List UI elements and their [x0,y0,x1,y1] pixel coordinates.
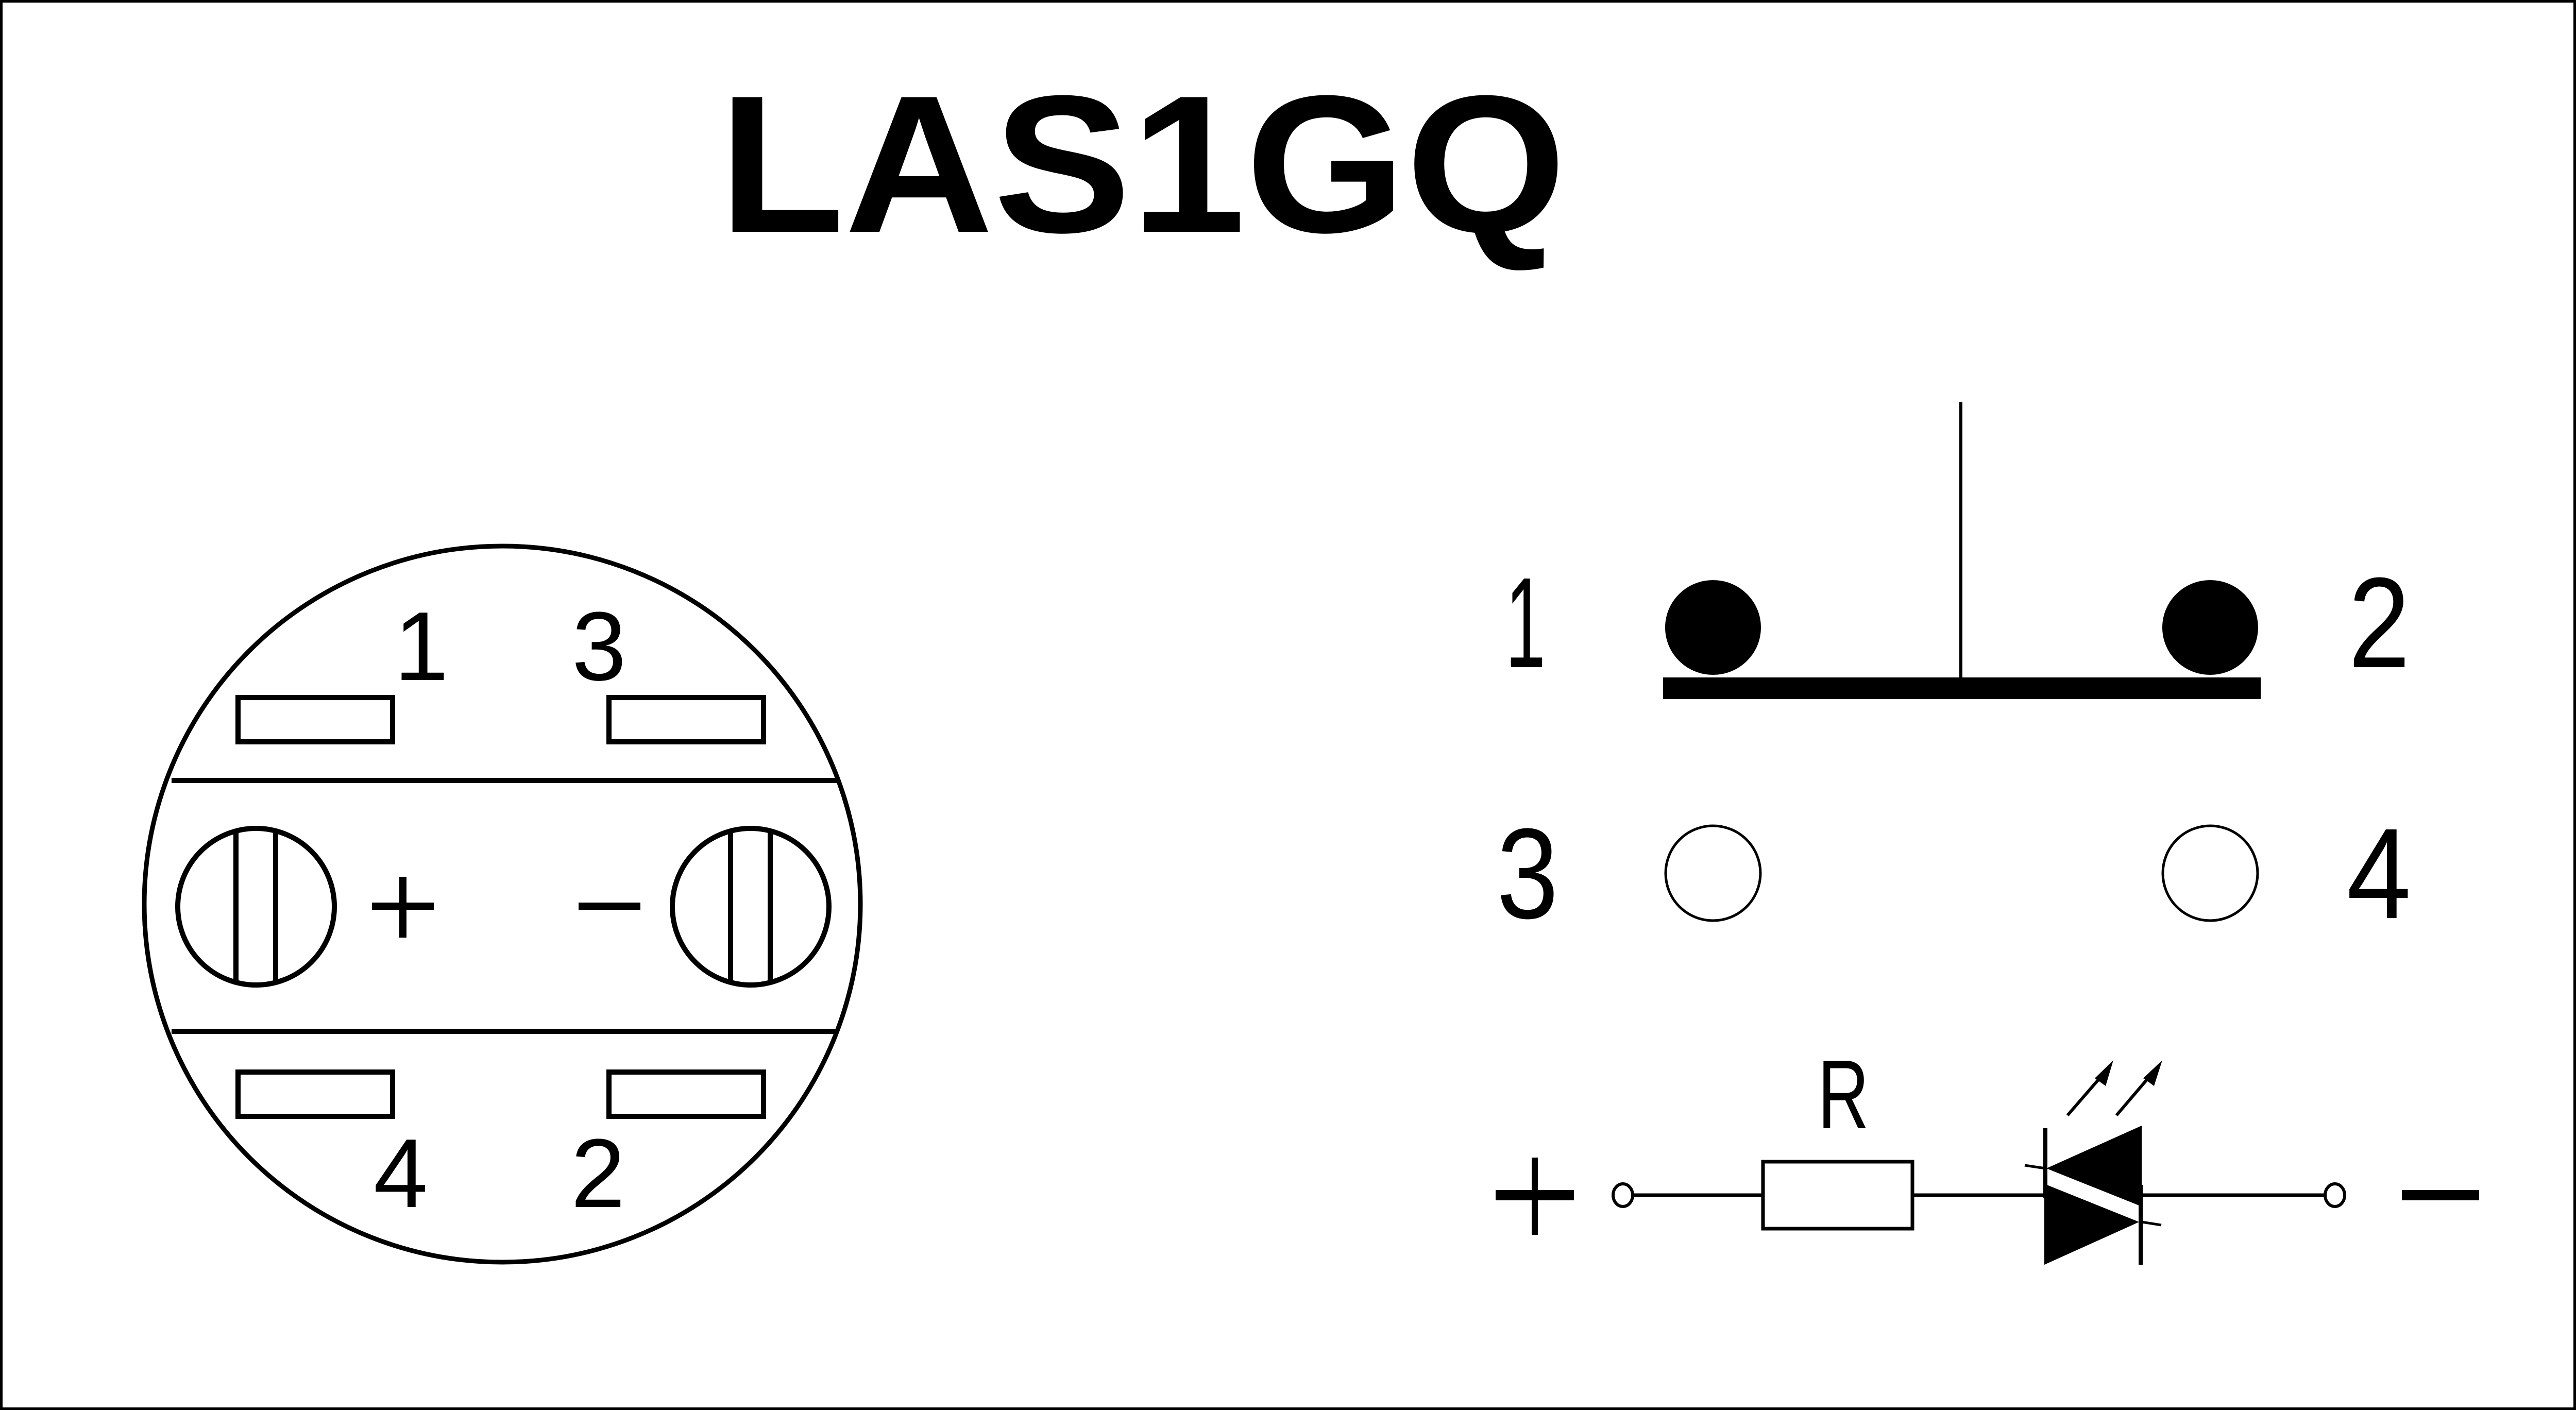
pin-2-contact [606,1069,766,1119]
connector-outline [142,543,863,1265]
bidirectional-led-icon [2024,1126,2162,1265]
closed-contact-1-icon [1665,580,1761,675]
open-contact-4-icon [2161,824,2259,922]
contact-label-4: 4 [2347,802,2411,945]
contact-label-3: 3 [1497,802,1558,945]
closed-contact-2-icon [2162,580,2258,675]
contact-label-2: 2 [2348,551,2410,694]
pin-1-contact [235,695,395,744]
pin-3-contact [606,695,766,744]
product-title: LAS1GQ [719,55,1566,274]
pin-label-4: 4 [374,1119,428,1228]
minus-sign-icon [579,903,640,910]
supply-plus-icon [1496,1158,1574,1235]
contact-diagram: 1 2 3 4 [1497,402,2411,945]
supply-minus-icon [2402,1190,2479,1200]
terminal-right-icon [2324,1182,2346,1208]
open-contact-3-icon [1664,824,1762,922]
light-emission-arrows-icon [2066,1060,2162,1116]
contact-label-1: 1 [1505,551,1546,694]
resistor-label: R [1818,1040,1869,1149]
pin-label-2: 2 [571,1119,625,1228]
contact-bridge [1663,677,2261,699]
pin-4-contact [235,1069,395,1119]
pin-label-1: 1 [394,592,449,701]
pin-label-3: 3 [572,592,626,701]
screw-terminal-minus-icon [670,826,832,988]
connector-face-view: 1 3 4 2 [142,543,863,1265]
plus-sign-icon [372,877,434,938]
screw-terminal-plus-icon [175,826,337,988]
resistor-icon [1761,1160,1914,1231]
circuit-schematic: R [1496,1040,2479,1265]
terminal-left-icon [1612,1182,1634,1208]
